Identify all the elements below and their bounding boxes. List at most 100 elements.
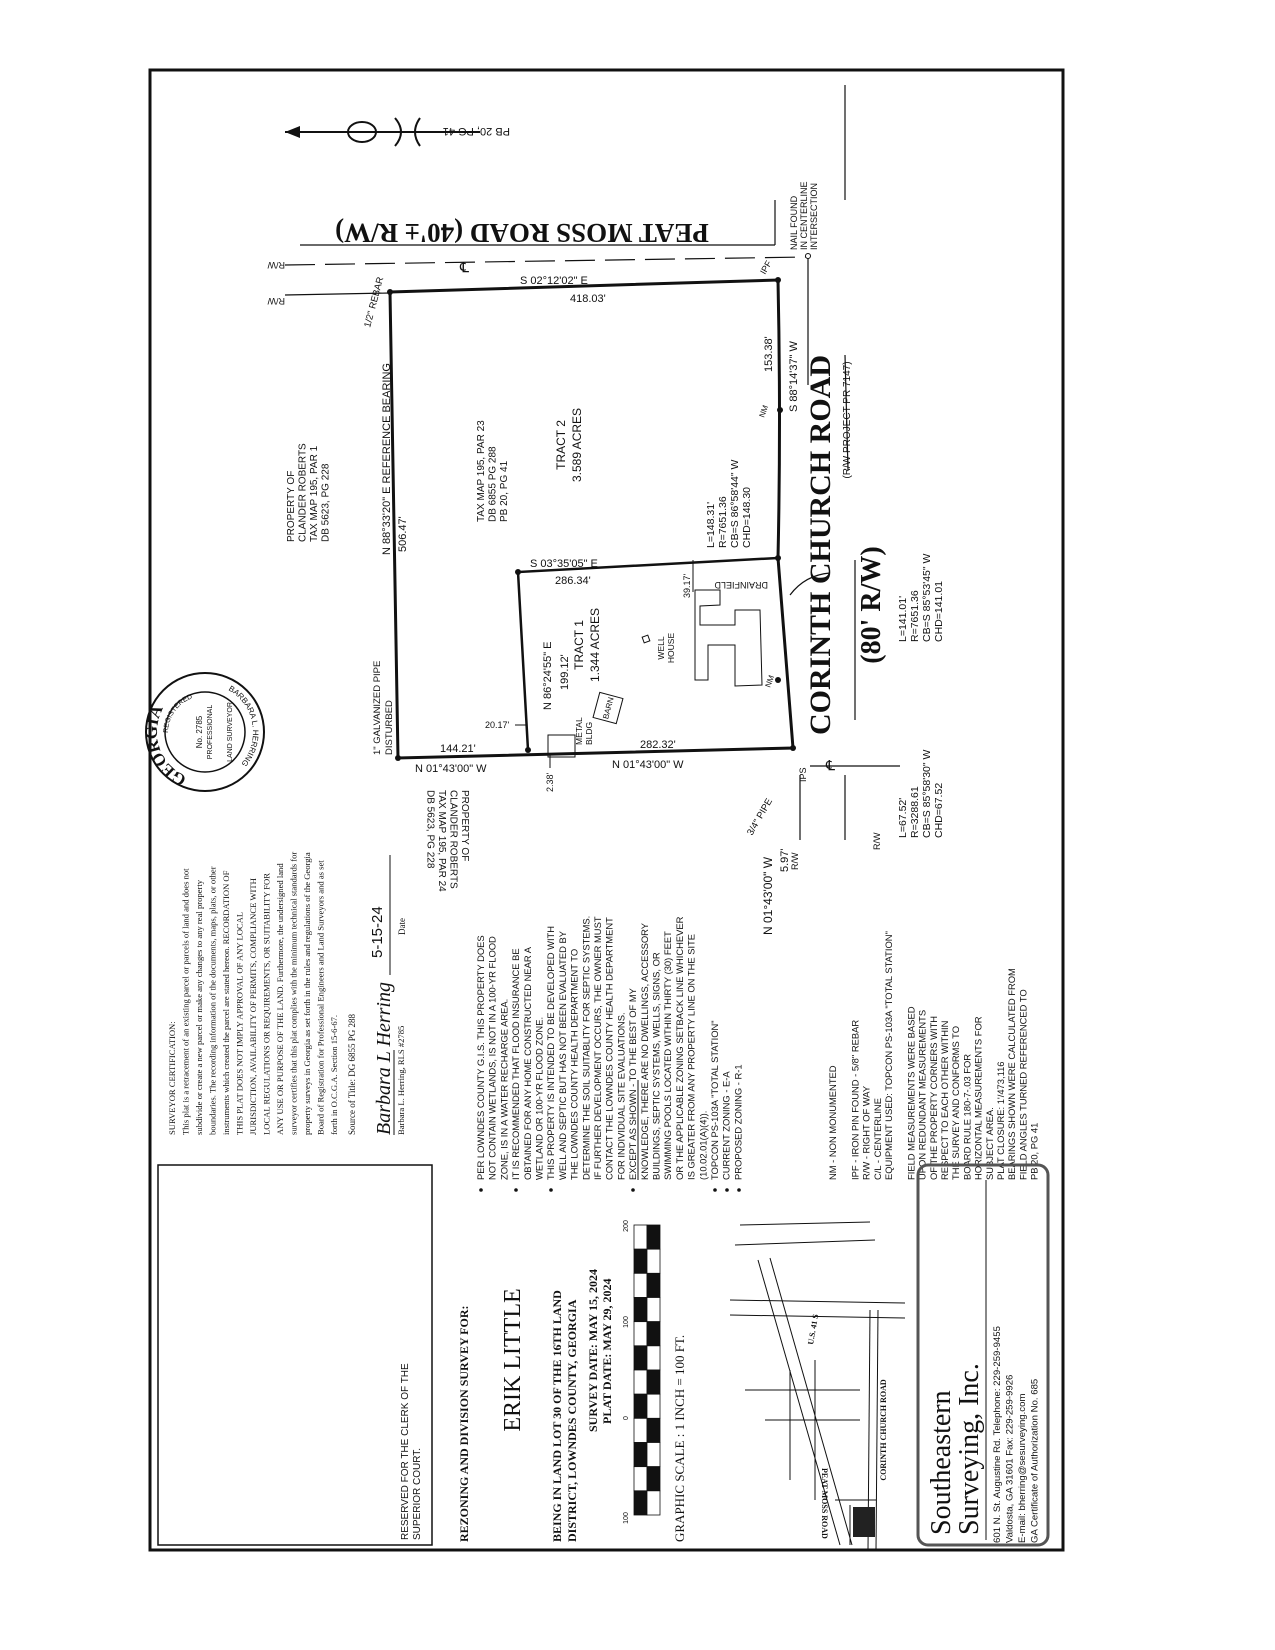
south-line-2-distance: 282.32' [640,739,676,751]
scale-bar-segment [646,1248,661,1274]
north-arrow-icon [285,117,480,147]
peat-moss-centerline [284,256,809,266]
company-block [916,1163,1050,1547]
east-line-bearing: S 88°14'37" W [788,340,800,412]
text-line: instruments which created the parcel are… [221,870,231,1135]
division-top-distance: 286.34' [555,575,591,587]
text-line: BOARD RULE 180-7-.03 FOR [961,1054,972,1180]
company-contact: 601 N. St. Augustine Rd. Telephone: 229-… [992,1326,1041,1543]
centerline-symbol: ℄ [459,259,469,275]
company-name-line2: Surveying, Inc. [954,1363,985,1535]
scale-bar-segment [646,1490,661,1516]
scale-bar-segment [633,1369,648,1395]
text-line: HOUSE [666,633,676,664]
road-bearing: N 01°43'00" W [761,856,775,935]
text-line: (10.02.01(A)(4)). [697,1111,708,1180]
surveyor-signature: Barbara L Herring [373,982,395,1135]
text-line: This plat is a retracement of an existin… [181,868,191,1135]
text-line: PLAT CLOSURE: 1'/473,116 [995,1061,1006,1180]
text-line: SUBJECT AREA. [984,1107,995,1180]
corinth-rw-east [844,354,849,471]
text-line: DETERMINE THE SOIL SUITABLITY FOR SEPTIC… [580,916,591,1180]
text-line: THE SURVEY AND CONFORMS TO [950,1026,961,1180]
text-line: FOR INDIVIDUAL SITE EVALUATIONS. [615,1012,626,1180]
text-line: 3.589 ACRES [570,408,584,482]
text-line: DB 5623, PG 228 [321,463,332,542]
text-line: UPON REDUNDANT MEASUREMENTS [917,1010,928,1180]
rebar-label: 1/2" REBAR [362,276,386,329]
scale-bar-segment [633,1417,648,1443]
nm-label-south: NM [763,674,776,689]
text-line: PER LOWNDES COUNTY G.I.S. THIS PROPERTY … [475,935,486,1180]
text-line: DISTRICT, LOWNDES COUNTY, GEORGIA [565,1299,579,1542]
seal-registered: REGISTERED [163,693,194,733]
text-line: KNOWLEDGE, THERE ARE NO DWELLINGS, ACCES… [639,922,650,1180]
text-line: INTERSECTION [809,183,819,250]
division-side-distance: 199.12' [559,654,571,690]
barn: BARN [592,691,624,725]
legend-and-measurement-notes: NM - NON MONUMENTED IPF - IRON PIN FOUND … [827,931,1040,1180]
surveyor-seal: GEORGIA BARBARA L. HERRING REGISTERED No… [142,672,265,792]
text-line: TOPCON PS-103A "TOTAL STATION" [709,1020,720,1180]
scale-bar-segment [646,1369,661,1395]
drainfield-label: DRAINFIELD [714,580,768,590]
scale-bar-segment [633,1442,648,1468]
pipe-label: 3/4" PIPE [745,797,775,838]
south-line-1-distance: 144.21' [440,743,476,755]
text-line: TAX MAP 195, PAR 1 [309,445,320,542]
text-line: EQUIPMENT USED: TOPCON PS-103A "TOTAL ST… [883,931,894,1180]
text-line: BEING IN LAND LOT 30 OF THE 16TH LAND [550,1290,564,1542]
text-line: BEARINGS SHOWN WERE CALCULATED FROM [1006,968,1017,1180]
certification-date: 5-15-24 [369,906,386,958]
text-line: EXCEPT AS SHOWN - TO THE BEST OF MY [627,987,638,1180]
seal-professional: PROFESSIONAL [207,705,214,760]
west-line-bearing: N 88°33'20" E REFERENCE BEARING [381,363,393,555]
galvanized-pipe-label: 1" GALVANIZED PIPEDISTURBED [372,661,395,755]
text-line: OF THE PROPERTY CORNERS WITH [928,1016,939,1180]
scale-label-neg100: 100 [623,1512,630,1524]
text-line: R/W - RIGHT OF WAY [861,1085,872,1180]
scale-bar-segment [633,1321,648,1347]
rw-label-lower: R/W [267,296,285,306]
text-line: NM - NON MONUMENTED [827,1065,838,1180]
text-line: PROPOSED ZONING - R-1 [732,1064,743,1180]
peat-moss-road-label: PEAT MOSS ROAD (40'± R/W) [335,218,709,248]
vicinity-tract-marker [853,1507,875,1537]
text-line: TAX MAP 195, PAR 23 [476,420,487,522]
text-line: PB 20, PG 41 [1029,1123,1040,1180]
text-line: CB=S 85°53'45" W [921,553,933,642]
general-notes: PER LOWNDES COUNTY G.I.S. THIS PROPERTY … [475,916,743,1180]
adjoiner-north: PROPERTY OFCLANDER ROBERTSTAX MAP 195, P… [286,443,332,542]
land-lot-description: BEING IN LAND LOT 30 OF THE 16TH LANDDIS… [550,1290,579,1542]
text-line: 1.344 ACRES [588,608,602,682]
text-line: PROPERTY OF [286,471,297,542]
west-line-distance: 506.47' [397,516,409,552]
text-line: CONTACT THE LOWNDES COUNTY HEALTH DEPART… [604,917,615,1180]
curve1-data: L=148.31'R=7651.36CB=S 86°58'44" WCHD=14… [705,459,753,548]
text-line: Board of Registration for Professional E… [316,860,326,1135]
text-line: OBTAINED FOR ANY HOME CONSTRUCTED NEAR A [522,946,533,1180]
text-line: SWIMMING POOLS LOCATED WITHIN THIRTY (30… [662,931,673,1180]
ipf-label: IPF [758,258,774,276]
text-line: JURISDICTION, AVAILABILITY OF PERMITS, C… [248,878,258,1135]
scale-label-0: 0 [623,1416,630,1420]
text-line: THIS PLAT DOES NOT IMPLY APPROVAL OF ANY… [235,912,245,1135]
rw-label-east: R/W [872,832,882,850]
north-line-distance: 418.03' [570,293,606,305]
road-rw-label: R/W [790,852,800,870]
curve3-data: L=67.52'R=3288.61CB=S 85°58'30" WCHD=67.… [897,749,945,838]
north-line-bearing: S 02°12'02" E [520,275,588,287]
text-line: subdivide or create a new parcel or make… [194,879,204,1135]
company-name-line1: Southeastern [926,1390,957,1535]
scale-bar-segment [633,1490,648,1516]
text-line: C/L - CENTERLINE [872,1098,883,1180]
text-line: CURRENT ZONING - E-A [721,1071,732,1180]
text-line: DB 5623, PG 228 [425,790,436,869]
scale-bar-segment [646,1224,661,1250]
well-house [641,634,651,644]
text-line: CLANDER ROBERTS [298,443,309,542]
text-line: IPF - IRON PIN FOUND - 5/8" REBAR [849,1020,860,1180]
east-line-distance: 153.38' [763,336,775,372]
text-line: boundaries. The recording information of… [208,866,218,1135]
